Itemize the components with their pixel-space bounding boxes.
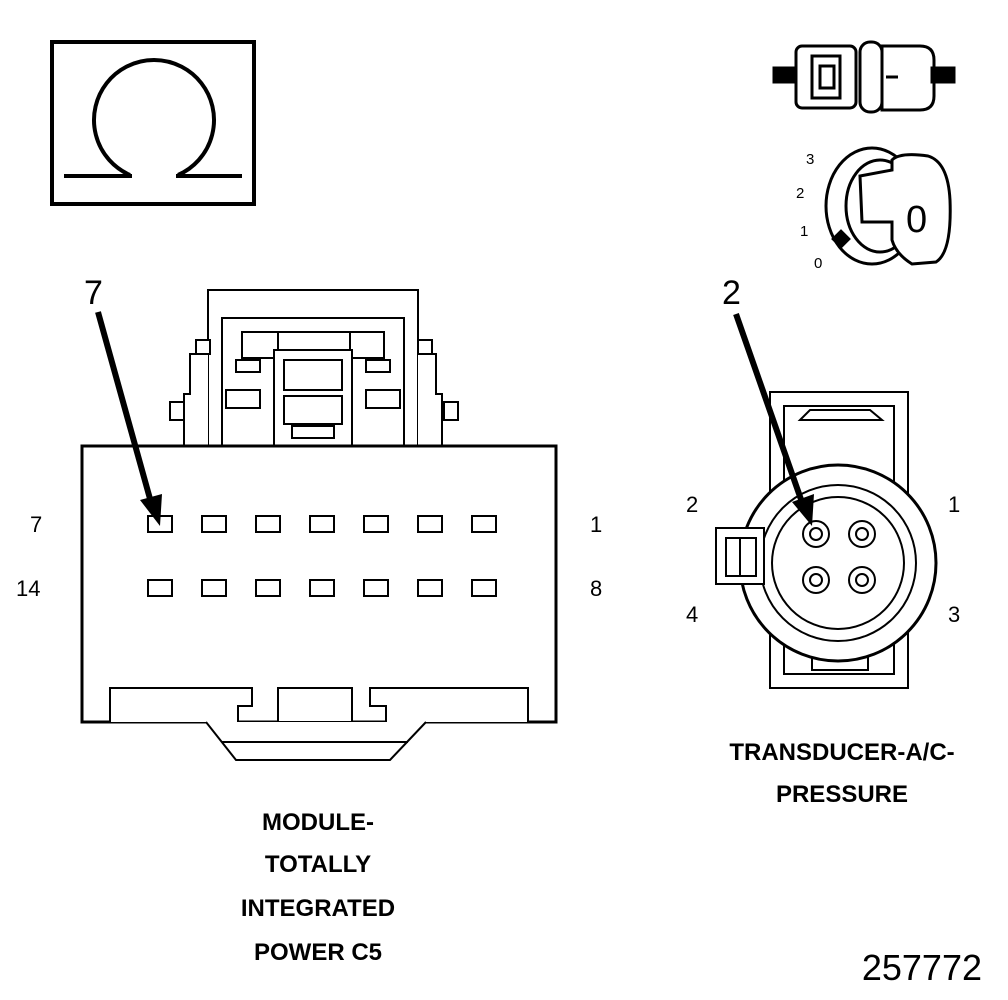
transducer-caption-line-1: TRANSDUCER-A/C- [729, 739, 954, 766]
transducer-connector [715, 391, 938, 689]
transducer-callout-number: 2 [722, 274, 741, 312]
module-pin-cavity-1 [471, 515, 497, 533]
key-position-1: 1 [800, 223, 808, 240]
module-callout-number: 7 [84, 274, 103, 312]
module-pin-cavity-9 [417, 579, 443, 597]
transducer-caption: TRANSDUCER-A/C- PRESSURE [729, 739, 954, 808]
module-caption-line-3: INTEGRATED [241, 895, 395, 922]
module-pin-cavity-11 [309, 579, 335, 597]
key-position-labels: 3 2 1 0 [796, 151, 822, 272]
figure-number: 257772 [862, 947, 982, 988]
ohm-symbol-icon [50, 40, 256, 206]
module-pin-cavity-5 [255, 515, 281, 533]
module-caption-line-4: POWER C5 [254, 939, 382, 966]
transducer-pin-label-2: 2 [686, 492, 698, 517]
transducer-pin-label-3: 3 [948, 602, 960, 627]
module-pin-cavity-6 [201, 515, 227, 533]
module-pin-label-14: 14 [16, 576, 40, 601]
transducer-pins [802, 520, 876, 594]
transducer-pin-label-1: 1 [948, 492, 960, 517]
transducer-pin-label-4: 4 [686, 602, 698, 627]
key-glyph: 0 [906, 199, 927, 241]
module-caption-line-1: MODULE- [262, 809, 374, 836]
module-pin-cavity-12 [255, 579, 281, 597]
module-pin-label-1: 1 [590, 512, 602, 537]
transducer-caption-line-2: PRESSURE [776, 781, 908, 808]
module-caption: MODULE- TOTALLY INTEGRATED POWER C5 [241, 809, 395, 966]
disconnected-connector-icon [772, 40, 956, 114]
module-pin-label-8: 8 [590, 576, 602, 601]
key-position-3: 3 [806, 151, 814, 168]
module-pin-cavities [147, 515, 497, 597]
module-pin-cavity-2 [417, 515, 443, 533]
key-position-2: 2 [796, 185, 804, 202]
module-pin-cavity-8 [471, 579, 497, 597]
module-callout-arrow [95, 311, 162, 526]
module-pin-label-7: 7 [30, 512, 42, 537]
module-pin-cavity-3 [363, 515, 389, 533]
transducer-callout-arrow [733, 313, 814, 526]
module-pin-cavity-13 [201, 579, 227, 597]
ignition-key-icon: 0 [824, 146, 952, 266]
key-position-0: 0 [814, 255, 822, 272]
module-pin-cavity-14 [147, 579, 173, 597]
module-pin-cavity-4 [309, 515, 335, 533]
module-caption-line-2: TOTALLY [265, 851, 371, 878]
module-pin-cavity-10 [363, 579, 389, 597]
